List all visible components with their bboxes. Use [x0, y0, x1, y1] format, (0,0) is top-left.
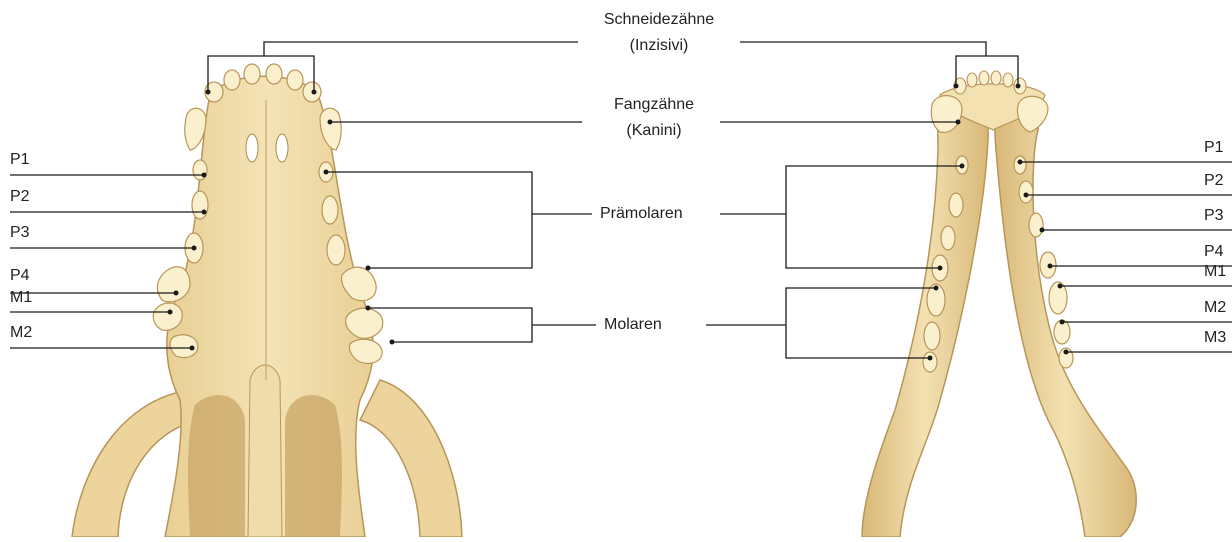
upper-tooth-label: P2 [10, 187, 30, 207]
left-mandible [862, 99, 988, 537]
incisors-label: Schneidezähne (Inzisivi) [578, 10, 740, 56]
lower-tooth-label: P2 [1204, 171, 1224, 191]
incisors-label-line2: (Inzisivi) [584, 36, 734, 56]
incisors-label-line1: Schneidezähne [584, 10, 734, 30]
canines-label-line2: (Kanini) [594, 121, 714, 141]
right-palatine-fissure [276, 134, 288, 162]
right-nasal-cavity [285, 395, 342, 537]
upper-tooth-label: P3 [10, 223, 30, 243]
upper-tooth-label: P4 [10, 266, 30, 286]
lower-tooth-label: P4 [1204, 242, 1224, 262]
lower-tooth-label: M1 [1204, 262, 1226, 282]
upper-tooth-label: M1 [10, 288, 32, 308]
left-palatine-fissure [246, 134, 258, 162]
upper-jaw [72, 64, 462, 537]
lower-tooth-label: P3 [1204, 206, 1224, 226]
molars-label: Molaren [604, 315, 662, 335]
left-nasal-cavity [188, 395, 245, 537]
lower-tooth-label: M3 [1204, 328, 1226, 348]
lower-jaw [862, 71, 1136, 537]
vomer [248, 365, 282, 537]
canines-label-line1: Fangzähne [594, 95, 714, 115]
lower-tooth-label: M2 [1204, 298, 1226, 318]
premolars-label: Prämolaren [600, 204, 683, 224]
lower-tooth-label: P1 [1204, 138, 1224, 158]
upper-tooth-label: P1 [10, 150, 30, 170]
right-zygomatic-arch [360, 380, 462, 537]
upper-tooth-label: M2 [10, 323, 32, 343]
canines-label: Fangzähne (Kanini) [588, 95, 720, 141]
